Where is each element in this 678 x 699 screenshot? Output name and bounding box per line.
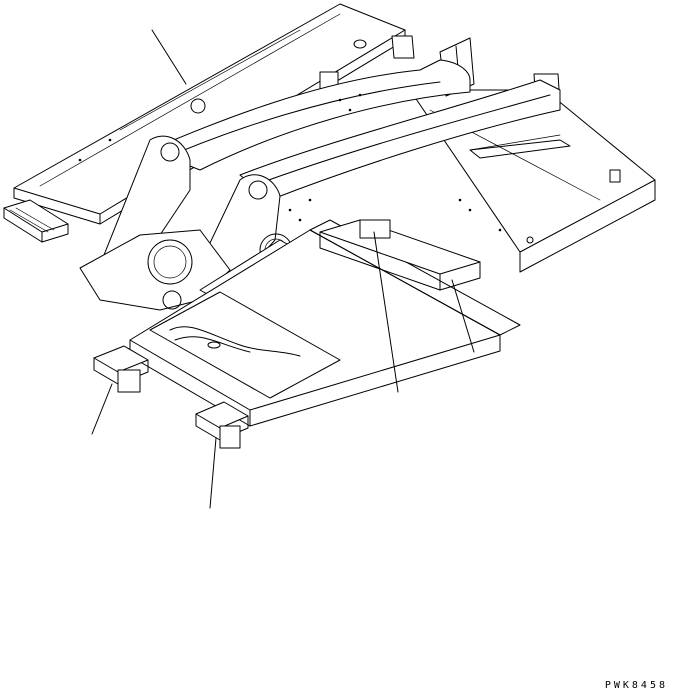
front-right-mount xyxy=(195,401,249,449)
leader-frame-main xyxy=(151,29,187,85)
boom-arm-curved xyxy=(149,59,561,201)
leader-front-left-mount xyxy=(91,383,113,435)
left-step xyxy=(3,199,69,243)
leader-front-right-mount xyxy=(209,437,217,509)
front-left-mount xyxy=(93,345,149,393)
callout-leaders xyxy=(91,29,475,509)
leader-center-mount-plate xyxy=(373,231,399,393)
bolt-holes xyxy=(78,93,502,232)
drawing-code: PWK8458 xyxy=(604,680,668,691)
leader-rear-right-bracket xyxy=(451,279,475,353)
front-floor-plate xyxy=(149,291,341,399)
